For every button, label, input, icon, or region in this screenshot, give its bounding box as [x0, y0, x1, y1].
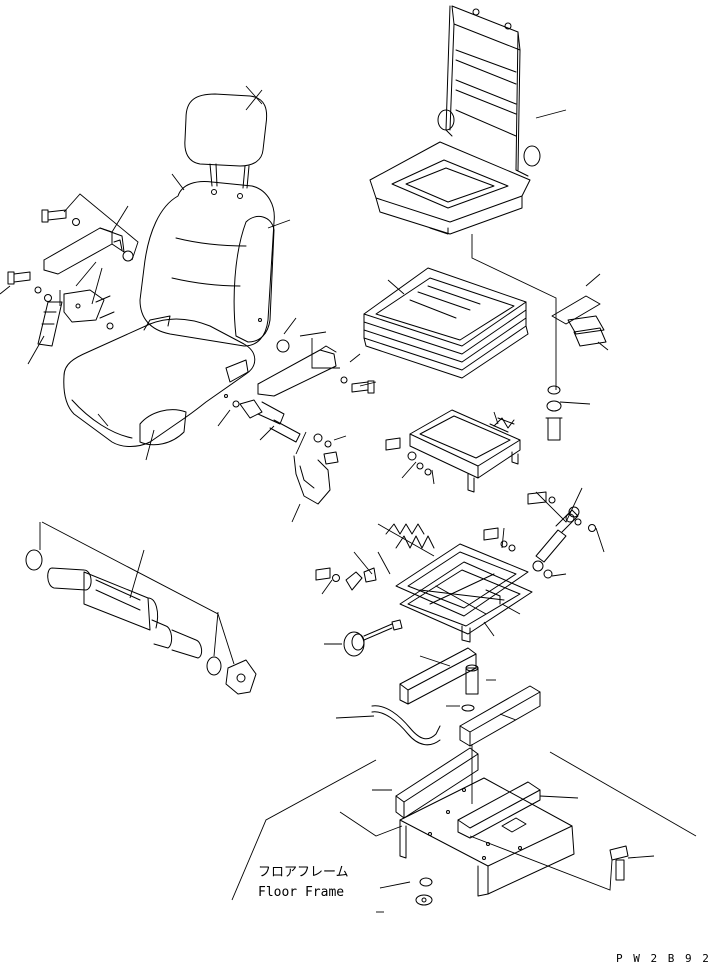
backrest	[139, 181, 275, 347]
adjustment-knob	[343, 619, 403, 657]
floor-frame-label-jp: フロアフレーム	[258, 865, 349, 880]
headrest	[184, 93, 268, 189]
scissor-suspension	[395, 527, 533, 643]
suspension-bellows	[363, 267, 529, 379]
right-armrest	[257, 339, 337, 397]
slide-rails	[371, 647, 541, 747]
left-belt-anchor	[37, 289, 115, 347]
shock-absorber	[527, 491, 596, 579]
side-hardware	[315, 567, 377, 591]
springs	[385, 417, 515, 549]
floor-frame-label-en: Floor Frame	[258, 885, 344, 900]
seat-assembly	[7, 93, 375, 505]
seat-cushion	[63, 315, 256, 447]
drawing-code: P W 2 B 9 2 1	[616, 952, 709, 965]
seat-belt	[232, 399, 339, 505]
seat-frame	[369, 5, 541, 235]
upper-slide-frame	[385, 409, 521, 493]
armrest-bolts	[7, 209, 375, 394]
leader-lines	[0, 85, 697, 913]
roller-shaft	[25, 549, 257, 695]
base-frame	[395, 747, 629, 906]
mount-bracket	[545, 295, 607, 441]
left-armrest	[43, 227, 134, 275]
floor-frame-label: フロアフレーム Floor Frame	[258, 865, 349, 900]
